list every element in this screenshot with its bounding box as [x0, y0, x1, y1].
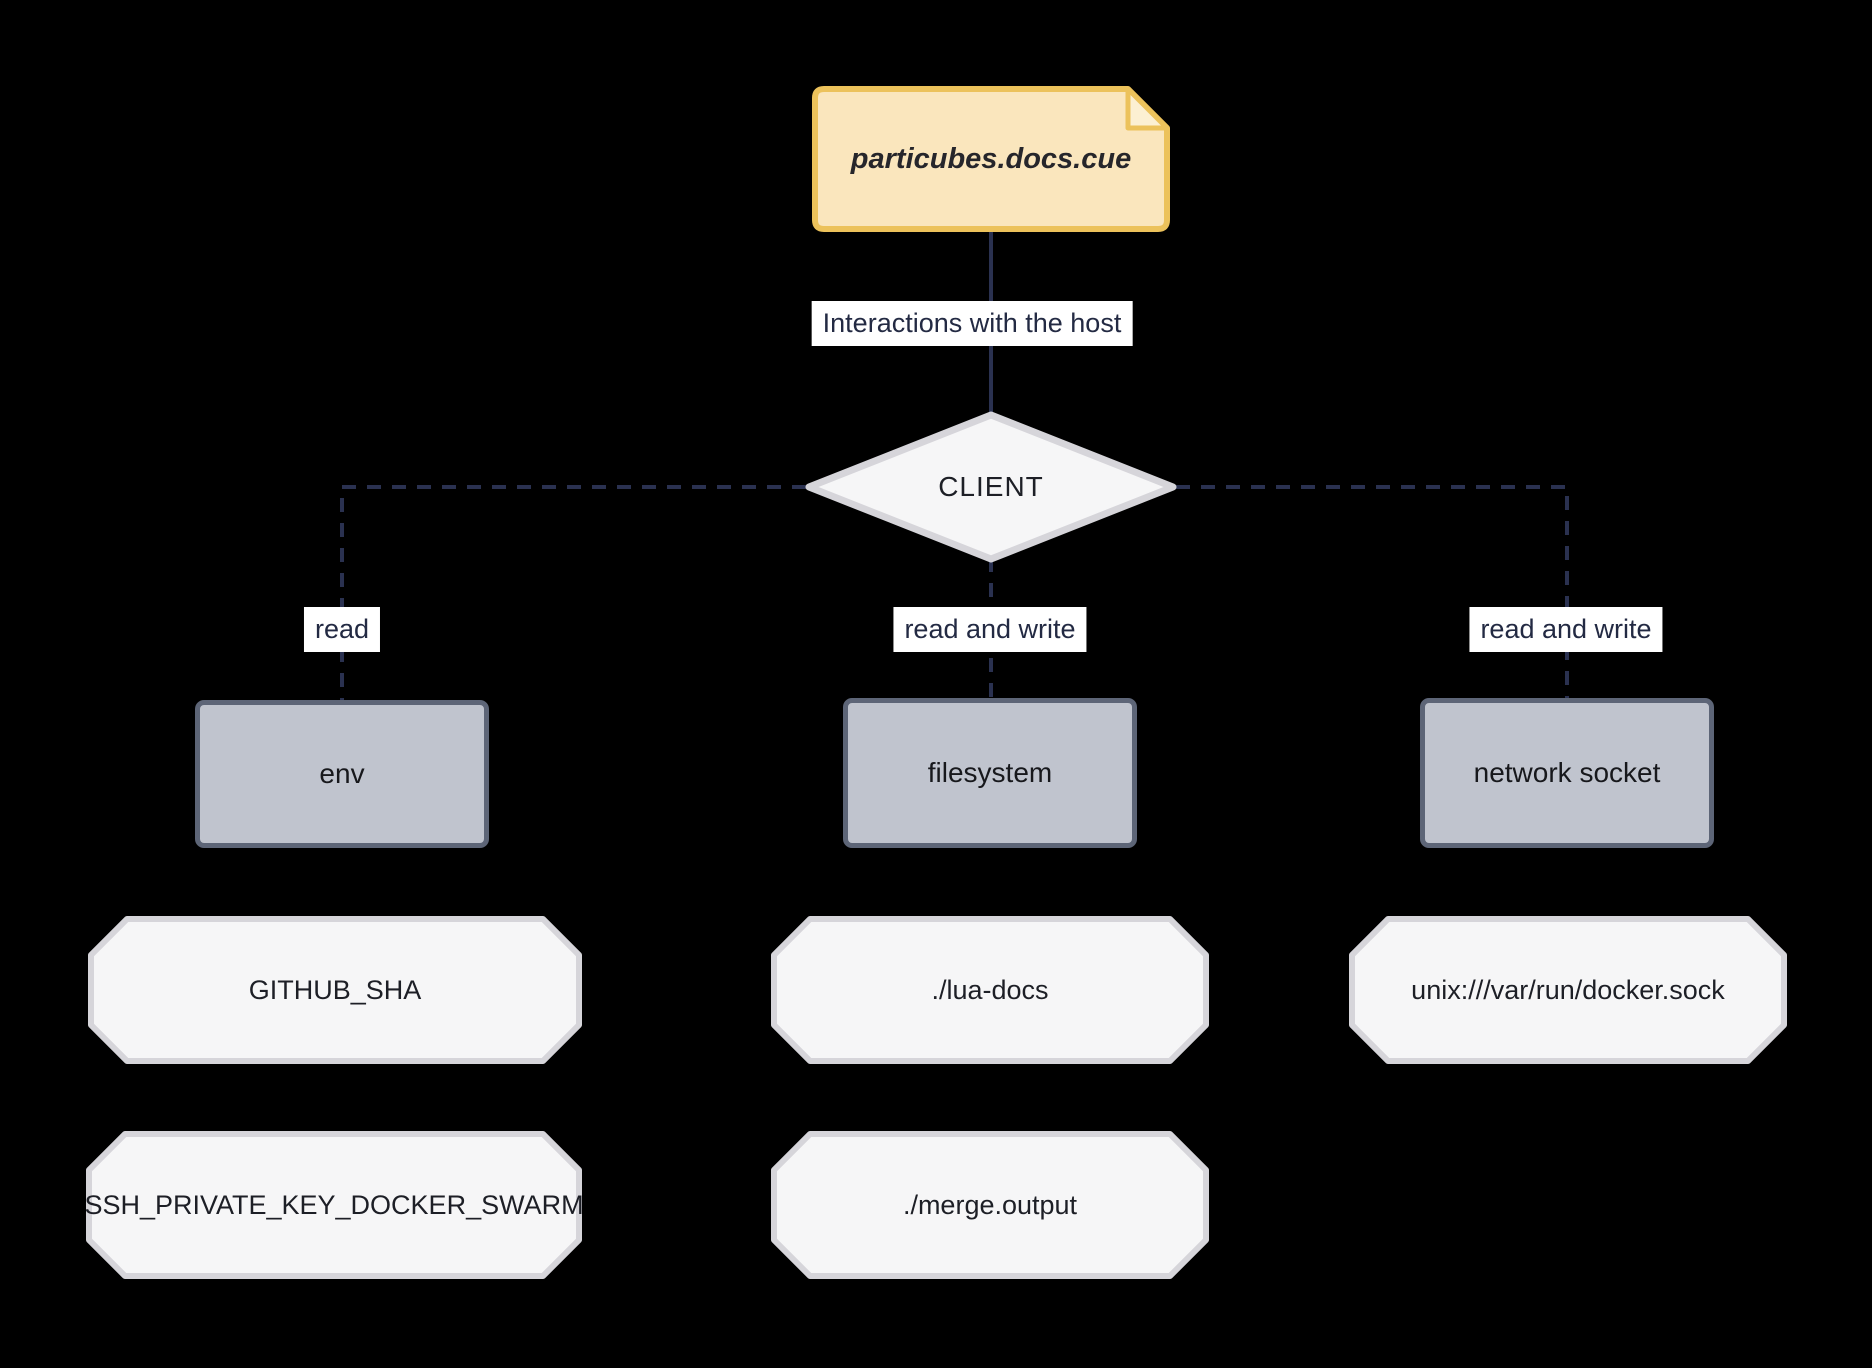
item-github-sha-shape — [88, 916, 582, 1064]
item-ssh-private-key: SSH_PRIVATE_KEY_DOCKER_SWARM — [84, 1130, 584, 1280]
client-label: CLIENT — [938, 471, 1044, 502]
edge-client-to-network-socket — [1176, 485, 1569, 700]
resource-network-socket-label: network socket — [1473, 757, 1661, 788]
resource-network-socket: network socket — [1420, 698, 1714, 848]
item-docker-sock: unix:///var/run/docker.sock — [1348, 915, 1788, 1065]
item-docker-sock-shape — [1349, 916, 1787, 1064]
edge-label-interactions: Interactions with the host — [811, 301, 1133, 346]
resource-env: env — [195, 700, 489, 848]
edge-label-read-write-network: read and write — [1469, 607, 1663, 652]
edge-label-read: read — [303, 607, 381, 652]
client-diamond-shape — [805, 411, 1177, 563]
edge-client-to-env — [340, 485, 806, 700]
client-node: CLIENT — [804, 410, 1178, 564]
note-node: particubes.docs.cue — [810, 84, 1172, 234]
item-github-sha: GITHUB_SHA — [87, 915, 583, 1065]
resource-filesystem: filesystem — [843, 698, 1137, 848]
item-ssh-private-key-shape — [86, 1131, 582, 1279]
item-github-sha-label: GITHUB_SHA — [248, 974, 422, 1005]
note-label: particubes.docs.cue — [850, 142, 1132, 175]
item-merge-output-label: ./merge.output — [902, 1189, 1078, 1220]
item-lua-docs-label: ./lua-docs — [931, 974, 1049, 1005]
item-merge-output: ./merge.output — [770, 1130, 1210, 1280]
item-docker-sock-label: unix:///var/run/docker.sock — [1411, 974, 1725, 1005]
edge-label-read-write-filesystem: read and write — [893, 607, 1087, 652]
note-shape — [812, 86, 1170, 232]
resource-filesystem-label: filesystem — [927, 757, 1053, 788]
note-fold-corner — [1125, 86, 1170, 131]
item-lua-docs: ./lua-docs — [770, 915, 1210, 1065]
resource-env-label: env — [319, 758, 365, 789]
item-merge-output-shape — [771, 1131, 1209, 1279]
item-lua-docs-shape — [771, 916, 1209, 1064]
item-ssh-private-key-label: SSH_PRIVATE_KEY_DOCKER_SWARM — [84, 1189, 584, 1220]
